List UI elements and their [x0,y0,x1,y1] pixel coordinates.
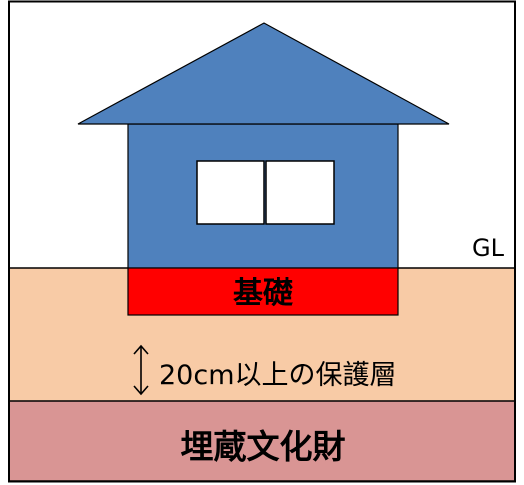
buried-heritage-label: 埋蔵文化財 [181,427,346,466]
foundation-block [127,267,399,316]
protective-layer-label: 20cm以上の保護層 [159,360,397,391]
window-right-pane [265,160,335,225]
ground-level-label: GL [472,234,505,262]
double-headed-vertical-arrow-icon [133,344,149,396]
buried-heritage-layer [8,400,516,482]
window-left-pane [196,160,265,225]
foundation-label: 基礎 [233,276,293,311]
diagram-frame [8,0,516,483]
house-roof [77,22,450,125]
